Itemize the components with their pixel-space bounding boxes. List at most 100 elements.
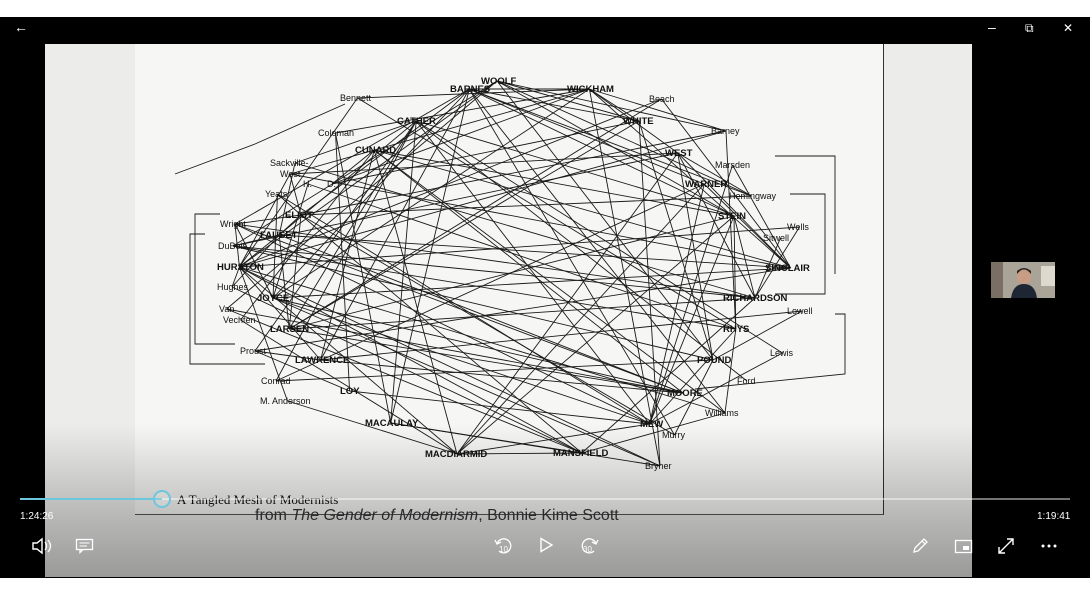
connection-line [754, 237, 781, 299]
connection-line [279, 234, 684, 394]
connection-line [390, 422, 661, 467]
rewind-10-button[interactable]: 10 [493, 536, 515, 561]
connection-line [231, 266, 240, 288]
connection-line [254, 120, 417, 352]
connection-line [649, 328, 737, 425]
close-icon[interactable]: ✕ [1063, 21, 1074, 35]
connection-line [288, 214, 302, 330]
connection-line [300, 88, 470, 216]
node-label: HURSTON [217, 262, 264, 273]
node-label: Beach [649, 94, 675, 104]
connection-line [234, 223, 684, 394]
connection-line [320, 149, 375, 361]
connection-line [456, 152, 679, 455]
bracket-line [189, 233, 265, 365]
node-label: M. Anderson [260, 396, 311, 406]
connection-line [416, 120, 735, 217]
connection-line [289, 88, 590, 175]
node-label: WARNER [685, 179, 727, 190]
connection-line [589, 88, 679, 154]
connection-line [234, 223, 756, 299]
connection-line [357, 88, 590, 99]
fullscreen-icon[interactable] [997, 537, 1015, 560]
connection-line [300, 214, 675, 436]
connection-line [239, 266, 458, 455]
bracket-line [194, 213, 235, 345]
minimize-icon[interactable]: – [988, 19, 996, 35]
node-label: MACDIARMID [425, 449, 487, 460]
connection-line [649, 352, 783, 425]
node-label: STEIN [718, 211, 746, 222]
connection-line [456, 215, 735, 455]
connection-line [239, 226, 800, 268]
connection-line [331, 88, 590, 185]
captions-icon[interactable] [75, 538, 95, 559]
connection-line [240, 319, 458, 455]
node-label: Ford [737, 376, 756, 386]
connection-line [239, 173, 291, 268]
restore-icon[interactable]: ⧉ [1025, 21, 1034, 35]
node-label: Proust [240, 346, 267, 356]
node-label: CATHER [397, 116, 436, 127]
connection-line [240, 149, 375, 321]
connection-line [331, 149, 375, 185]
more-options-icon[interactable] [1040, 537, 1058, 560]
connection-line [496, 80, 735, 217]
connection-line [638, 120, 661, 467]
pen-icon[interactable] [911, 537, 929, 560]
connection-line [232, 80, 498, 247]
connection-line [254, 350, 350, 392]
connection-line [239, 80, 498, 268]
connection-line [677, 152, 791, 269]
node-label: H. [303, 179, 312, 189]
node-label: CUNARD [355, 145, 396, 156]
node-label: Coleman [318, 128, 354, 138]
connection-line [300, 130, 727, 216]
node-label: WHITE [623, 116, 654, 127]
connection-line [287, 400, 458, 455]
node-label: Conrad [261, 376, 291, 386]
connection-line [415, 120, 650, 425]
back-arrow-icon[interactable]: ← [14, 19, 28, 35]
connection-line [239, 266, 661, 467]
node-label: WICKHAM [567, 84, 614, 95]
connection-line [278, 234, 290, 330]
node-label: LARSEN [270, 324, 309, 335]
connection-line [373, 149, 458, 455]
connection-line [638, 120, 714, 361]
connection-line [415, 120, 748, 382]
connection-line [469, 88, 705, 185]
connection-line [456, 423, 650, 455]
connection-line [234, 223, 650, 425]
presenter-webcam-thumbnail [991, 262, 1055, 298]
elapsed-time: 1:24:26 [20, 511, 54, 522]
node-label: JOYCE [257, 293, 289, 304]
seek-thumb[interactable] [152, 490, 171, 508]
node-label: RICHARDSON [723, 293, 788, 304]
forward-30-button[interactable]: 30 [578, 536, 600, 561]
connection-line [239, 130, 727, 268]
miniplayer-icon[interactable] [954, 539, 974, 559]
connection-line [232, 245, 714, 361]
volume-icon[interactable] [31, 537, 53, 560]
node-label: MACAULAY [365, 418, 419, 429]
connection-line [307, 183, 736, 330]
connection-line [415, 120, 783, 354]
forward-label: 30 [583, 545, 592, 554]
connection-line [226, 308, 684, 394]
connection-line [289, 215, 735, 330]
connection-line [589, 88, 727, 132]
connection-line [226, 80, 498, 310]
connection-line [300, 214, 583, 454]
play-button[interactable] [538, 537, 554, 558]
connection-line [288, 98, 662, 330]
connection-line [234, 214, 302, 225]
node-label: Wells [787, 222, 809, 232]
connection-line [289, 297, 756, 330]
connection-line [320, 310, 803, 361]
seek-bar[interactable] [20, 490, 1070, 508]
bracket-line [775, 193, 826, 295]
connection-line [581, 297, 756, 454]
node-label: Murry [662, 430, 685, 440]
